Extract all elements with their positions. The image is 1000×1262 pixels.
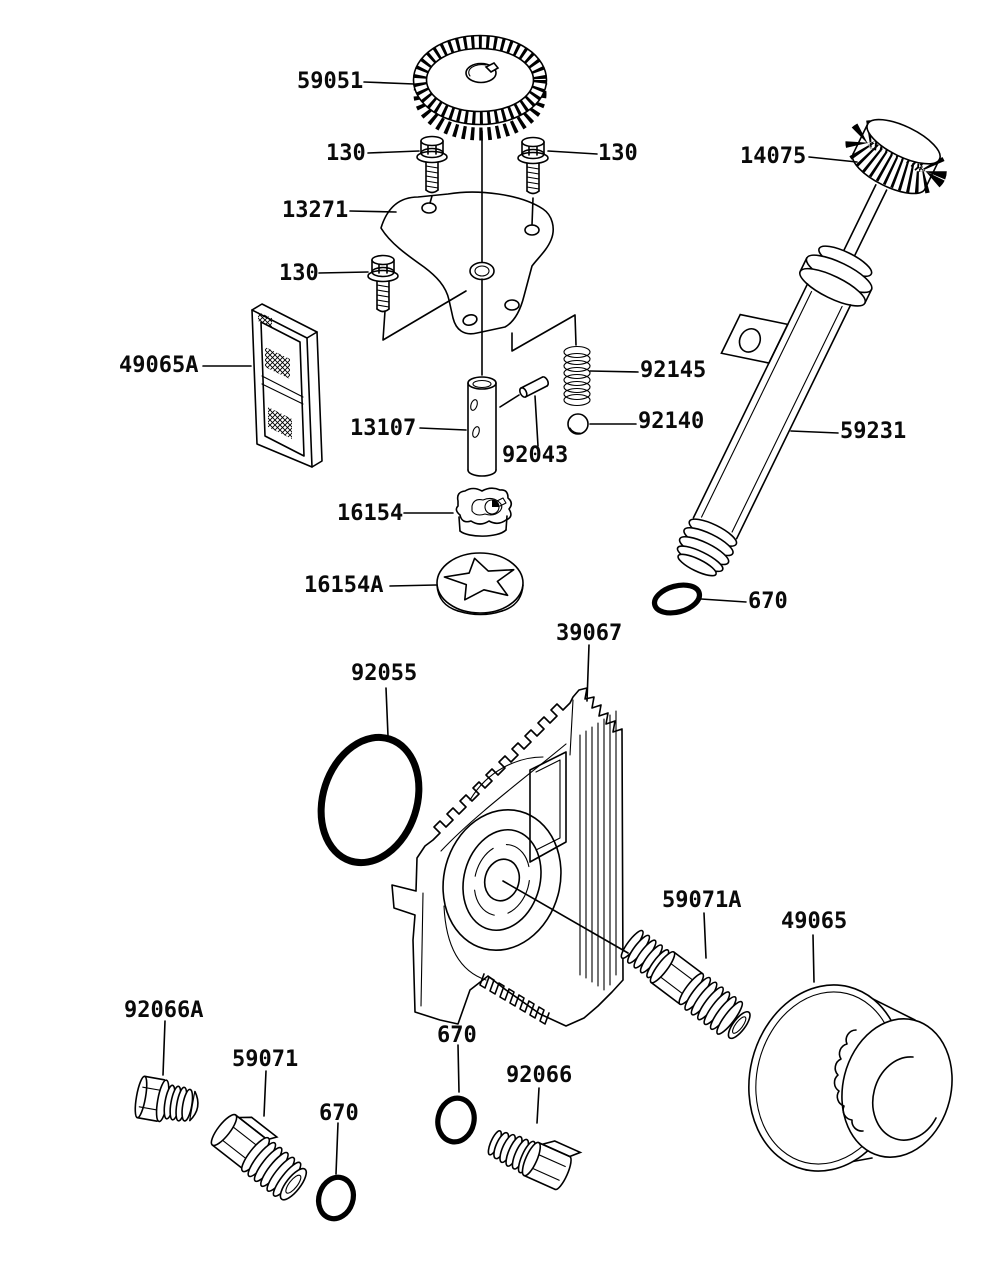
ball-drawing xyxy=(567,413,589,435)
shaft-drawing xyxy=(467,376,497,477)
tube-drawing xyxy=(676,118,947,577)
plate-drawing xyxy=(380,191,554,335)
part-label-cover: 39067 xyxy=(556,621,623,646)
oring-bottom-mid-drawing xyxy=(435,1095,477,1145)
spring-drawing xyxy=(563,345,591,407)
part-label-inner-rotor: 16154 xyxy=(337,501,404,526)
part-label-tube: 59231 xyxy=(840,419,907,444)
part-label-outer-rotor: 16154A xyxy=(304,573,384,598)
bolt-top-right-drawing xyxy=(517,136,549,195)
part-label-bolt-top-left: 130 xyxy=(326,141,366,166)
part-label-screen: 49065A xyxy=(119,353,199,378)
pin-drawing xyxy=(519,376,549,398)
part-label-ball: 92140 xyxy=(638,409,705,434)
part-label-oring-tube: 670 xyxy=(748,589,788,614)
union-fitting-drawing xyxy=(620,929,751,1040)
outer-rotor-drawing xyxy=(436,552,524,616)
oring-bottom-left-drawing xyxy=(315,1174,357,1222)
fitting-drawing xyxy=(210,1113,308,1201)
part-label-plug-small: 92066A xyxy=(124,998,204,1023)
oring-tube-drawing xyxy=(651,582,703,616)
oring-cover-drawing xyxy=(317,733,423,867)
part-label-oring-bottom-left: 670 xyxy=(319,1101,359,1126)
bolt-left-drawing xyxy=(367,254,399,313)
part-label-oil-filter: 49065 xyxy=(781,909,848,934)
part-label-fitting: 59071 xyxy=(232,1047,299,1072)
part-label-union-fitting: 59071A xyxy=(662,888,742,913)
plug-drawing xyxy=(487,1130,583,1191)
oil-filter-drawing xyxy=(748,984,953,1172)
part-label-plate: 13271 xyxy=(282,198,349,223)
plug-small-drawing xyxy=(134,1075,199,1123)
part-label-bolt-left: 130 xyxy=(279,261,319,286)
part-label-shaft: 13107 xyxy=(350,416,417,441)
part-label-plug: 92066 xyxy=(506,1063,573,1088)
part-label-cap: 14075 xyxy=(740,144,807,169)
bolt-top-left-drawing xyxy=(416,135,448,194)
part-label-oring-bottom-mid: 670 xyxy=(437,1023,477,1048)
cover-drawing xyxy=(391,687,624,1027)
assembly-lines xyxy=(382,130,629,954)
part-label-gear: 59051 xyxy=(297,69,364,94)
part-label-spring: 92145 xyxy=(640,358,707,383)
part-label-pin: 92043 xyxy=(502,443,569,468)
screen-drawing xyxy=(251,303,323,468)
leader-lines xyxy=(162,81,858,1175)
inner-rotor-drawing xyxy=(455,487,513,537)
gear-drawing xyxy=(412,34,548,141)
part-label-bolt-top-right: 130 xyxy=(598,141,638,166)
part-label-oring-cover: 92055 xyxy=(351,661,418,686)
